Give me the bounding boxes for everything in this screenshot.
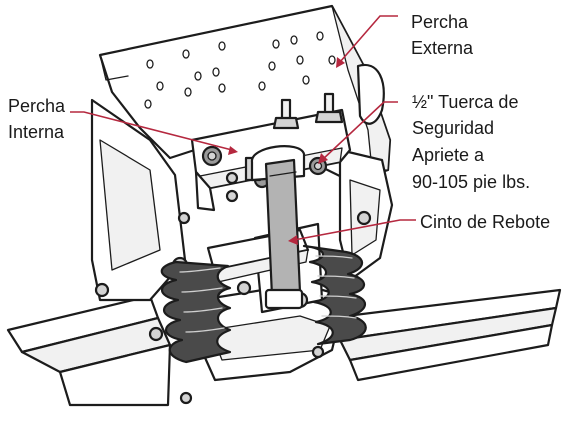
leader-lock-nut [318, 101, 398, 164]
label-inner-perch-line-2: Interna [8, 122, 65, 142]
right-bellows [302, 244, 367, 346]
label-outer-perch-line-1: Percha [411, 12, 469, 32]
label-outer-perch-line-2: Externa [411, 38, 474, 58]
leader-rebound-strap [288, 219, 416, 245]
label-lock-nut: ½" Tuerca de Seguridad Apriete a 90-105 … [412, 92, 530, 192]
leader-outer-perch [336, 15, 398, 68]
left-bellows [160, 260, 232, 364]
rebound-strap [250, 145, 306, 310]
label-rebound-strap-line-1: Cinto de Rebote [420, 212, 550, 232]
label-lock-nut-line-4: 90-105 pie lbs. [412, 172, 530, 192]
label-outer-perch: Percha Externa [411, 12, 474, 58]
label-lock-nut-line-1: ½" Tuerca de [412, 92, 518, 112]
perch-bolt-holes [144, 31, 336, 109]
label-inner-perch: Percha Interna [8, 96, 66, 142]
frame-rails [6, 288, 562, 407]
label-lock-nut-line-2: Seguridad [412, 118, 494, 138]
label-inner-perch-line-1: Percha [8, 96, 66, 116]
leader-inner-perch [70, 111, 238, 155]
side-brackets [90, 98, 394, 302]
leader-lines [70, 15, 416, 245]
label-lock-nut-line-3: Apriete a [412, 145, 485, 165]
label-rebound-strap: Cinto de Rebote [420, 212, 550, 232]
